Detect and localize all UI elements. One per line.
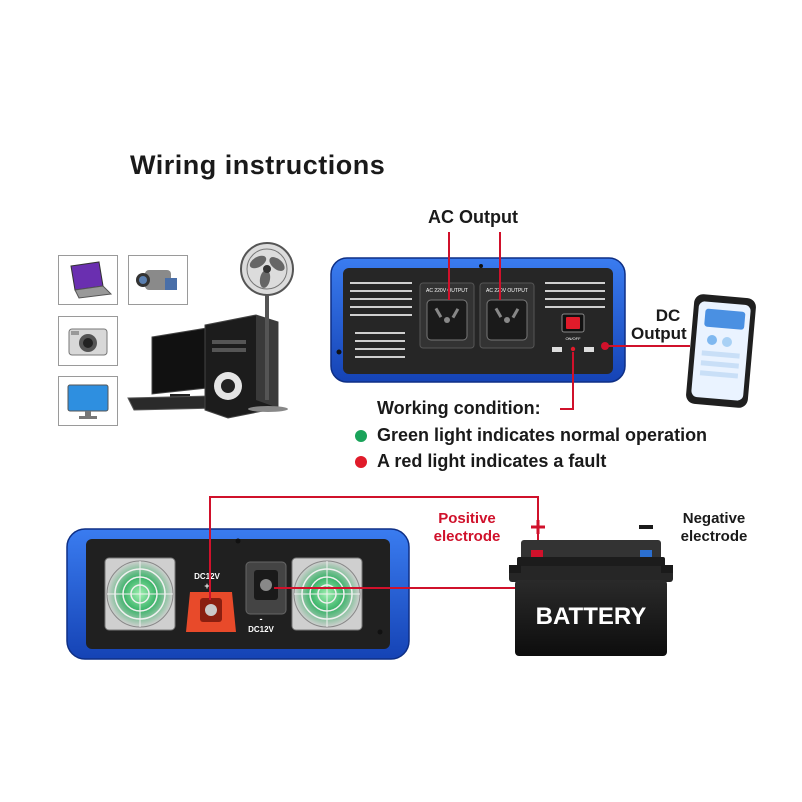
socket-2-label: AC 220V OUTPUT <box>486 288 528 294</box>
negative-electrode-label: Negative electrode <box>672 510 756 546</box>
monitor-icon <box>58 376 118 426</box>
negative-terminal <box>245 561 287 615</box>
cooling-fan-1 <box>104 557 176 631</box>
switch-label: ON/OFF <box>565 336 581 341</box>
ac-socket-2: AC 220V OUTPUT <box>479 282 535 349</box>
page-title: Wiring instructions <box>130 150 386 180</box>
laptop-icon <box>58 255 118 305</box>
condition-red: A red light indicates a fault <box>355 451 606 472</box>
positive-terminal <box>186 592 236 632</box>
working-condition-label: Working condition: <box>377 398 541 418</box>
battery-label: BATTERY <box>536 603 647 630</box>
desktop-computer-icon <box>127 314 288 419</box>
ac-output-label: AC Output <box>428 207 518 227</box>
vent-slots-left <box>350 282 412 358</box>
positive-electrode-label: Positive electrode <box>424 510 510 546</box>
dc-output-pointer <box>601 342 690 350</box>
power-switch: ON/OFF <box>561 313 585 341</box>
camcorder-icon <box>128 255 188 305</box>
condition-green: Green light indicates normal operation <box>355 425 707 446</box>
fan-icon <box>240 242 294 400</box>
battery-icon: BATTERY <box>509 540 673 656</box>
dc12v-positive-label: DC12V <box>194 572 220 581</box>
usb-ports <box>552 346 594 352</box>
plus-marker <box>531 520 545 534</box>
inverter-rear-panel: DC12V + - DC12V <box>66 528 410 660</box>
negative-label-line2: electrode <box>680 528 748 545</box>
negative-label-line1: Negative <box>682 510 746 527</box>
ac-output-pointers <box>448 232 501 300</box>
dc12v-plus-sign: + <box>204 581 209 591</box>
dc-output-label-line2: Output <box>631 324 687 343</box>
positive-label-line1: Positive <box>438 510 496 527</box>
green-dot-icon <box>355 429 367 442</box>
dc-output-label-line1: DC <box>655 306 681 325</box>
condition-red-text: A red light indicates a fault <box>377 451 607 471</box>
positive-label-line2: electrode <box>433 528 501 545</box>
ac-socket-1: AC 220V OUTPUT <box>419 282 475 349</box>
condition-green-text: Green light indicates normal operation <box>377 425 708 445</box>
camera-icon <box>58 316 118 366</box>
dc12v-minus-sign: - <box>260 614 263 624</box>
minus-marker <box>639 525 653 529</box>
socket-1-label: AC 220V OUTPUT <box>426 288 468 294</box>
vent-slots-right <box>545 282 605 308</box>
cooling-fan-2 <box>291 557 363 631</box>
red-dot-icon <box>355 455 367 468</box>
working-condition-pointer <box>560 352 574 410</box>
smartphone-icon <box>686 294 756 408</box>
dc12v-negative-label: DC12V <box>248 625 274 634</box>
inverter-front-panel: AC 220V OUTPUT AC 220V OUTPUT ON/OFF <box>330 257 626 383</box>
